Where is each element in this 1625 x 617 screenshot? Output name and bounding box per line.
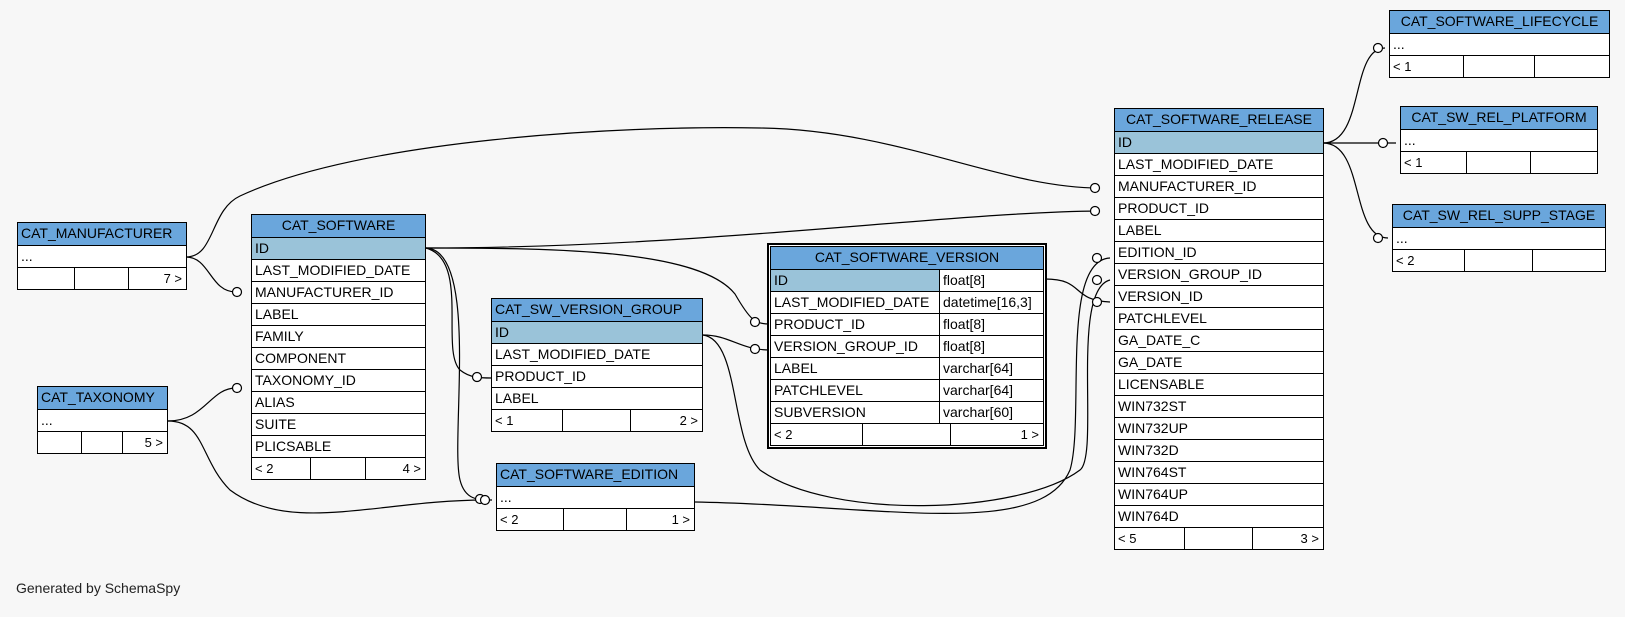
table-title: CAT_SOFTWARE_RELEASE [1115, 109, 1323, 132]
table-title: CAT_SW_REL_PLATFORM [1401, 107, 1597, 130]
table-cat-software-version[interactable]: CAT_SOFTWARE_VERSION ID float[8] LAST_MO… [767, 243, 1047, 449]
table-column: ... [497, 487, 694, 509]
edge-group-version [702, 334, 771, 351]
table-column: LAST_MODIFIED_DATE [252, 260, 425, 282]
table-column: TAXONOMY_ID [252, 370, 425, 392]
edge-software-group-product [425, 247, 493, 379]
table-title: CAT_SOFTWARE_LIFECYCLE [1390, 11, 1609, 34]
table-column: EDITION_ID [1115, 242, 1323, 264]
table-cat-manufacturer[interactable]: CAT_MANUFACTURER ... 7 > [17, 222, 187, 290]
primary-key-row: ID [1115, 132, 1323, 154]
table-column: PRODUCT_ID [492, 366, 702, 388]
table-column: VERSION_ID [1115, 286, 1323, 308]
table-column: COMPONENT [252, 348, 425, 370]
table-column: PRODUCT_ID [1115, 198, 1323, 220]
table-cat-software[interactable]: CAT_SOFTWARE ID LAST_MODIFIED_DATE MANUF… [251, 214, 426, 480]
table-footer: < 2 4 > [252, 458, 425, 479]
table-cat-sw-rel-platform[interactable]: CAT_SW_REL_PLATFORM ... < 1 [1400, 106, 1598, 174]
table-title: CAT_SW_REL_SUPP_STAGE [1393, 205, 1605, 228]
table-column: GA_DATE [1115, 352, 1323, 374]
table-title: CAT_MANUFACTURER [18, 223, 186, 246]
edge-release-lifecycle [1322, 47, 1386, 144]
table-title: CAT_TAXONOMY [38, 387, 167, 410]
edge-taxonomy-software [167, 387, 237, 422]
edge-release-suppstage [1322, 142, 1389, 239]
table-column: WIN764ST [1115, 462, 1323, 484]
table-column: LABEL [492, 388, 702, 410]
table-cat-sw-version-group[interactable]: CAT_SW_VERSION_GROUP ID LAST_MODIFIED_DA… [491, 298, 703, 432]
table-column: WIN732UP [1115, 418, 1323, 440]
table-column: VERSION_GROUP_ID [1115, 264, 1323, 286]
edge-software-edition [425, 247, 493, 501]
table-cat-software-release[interactable]: CAT_SOFTWARE_RELEASE ID LAST_MODIFIED_DA… [1114, 108, 1324, 550]
table-column: PLICSABLE [252, 436, 425, 458]
table-column: WIN764UP [1115, 484, 1323, 506]
table-column: ... [1393, 228, 1605, 250]
table-cat-sw-rel-supp-stage[interactable]: CAT_SW_REL_SUPP_STAGE ... < 2 [1392, 204, 1606, 272]
table-footer: 5 > [38, 432, 167, 453]
table-column: PATCHLEVEL [1115, 308, 1323, 330]
primary-key-row: ID [252, 238, 425, 260]
table-column: WIN732D [1115, 440, 1323, 462]
table-column: ALIAS [252, 392, 425, 414]
generated-by-label: Generated by SchemaSpy [16, 580, 181, 596]
table-footer: < 5 3 > [1115, 528, 1323, 549]
table-footer: < 1 2 > [492, 410, 702, 431]
primary-key-row: ID float[8] [771, 270, 1043, 292]
edge-version-release [1044, 278, 1111, 303]
table-column: ... [1401, 130, 1597, 152]
edge-software-release-product [425, 210, 1101, 249]
table-column: LABEL [252, 304, 425, 326]
table-column: MANUFACTURER_ID [1115, 176, 1323, 198]
table-column: ... [1390, 34, 1609, 56]
table-column: LAST_MODIFIED_DATE [1115, 154, 1323, 176]
table-cat-taxonomy[interactable]: CAT_TAXONOMY ... 5 > [37, 386, 168, 454]
table-footer: < 1 [1401, 152, 1597, 173]
table-cat-software-edition[interactable]: CAT_SOFTWARE_EDITION ... < 2 1 > [496, 463, 695, 531]
table-column: ... [21, 248, 33, 264]
table-column: WIN764D [1115, 506, 1323, 528]
table-column: SUITE [252, 414, 425, 436]
table-title: CAT_SW_VERSION_GROUP [492, 299, 702, 322]
edge-manufacturer-software [185, 256, 237, 293]
table-column: LAST_MODIFIED_DATE [492, 344, 702, 366]
table-title: CAT_SOFTWARE_VERSION [771, 247, 1043, 270]
table-cat-software-lifecycle[interactable]: CAT_SOFTWARE_LIFECYCLE ... < 1 [1389, 10, 1610, 78]
table-footer: 7 > [18, 268, 186, 289]
table-footer: < 2 1 > [771, 424, 1043, 445]
table-column: ... [41, 412, 53, 428]
table-column: LICENSABLE [1115, 374, 1323, 396]
table-footer: < 1 [1390, 56, 1609, 77]
table-column: GA_DATE_C [1115, 330, 1323, 352]
primary-key-row: ID [492, 322, 702, 344]
table-title: CAT_SOFTWARE_EDITION [497, 464, 694, 487]
table-title: CAT_SOFTWARE [252, 215, 425, 238]
table-column: MANUFACTURER_ID [252, 282, 425, 304]
table-column: LABEL [1115, 220, 1323, 242]
table-footer: < 2 1 > [497, 509, 694, 530]
table-column: FAMILY [252, 326, 425, 348]
table-footer: < 2 [1393, 250, 1605, 271]
table-column: WIN732ST [1115, 396, 1323, 418]
